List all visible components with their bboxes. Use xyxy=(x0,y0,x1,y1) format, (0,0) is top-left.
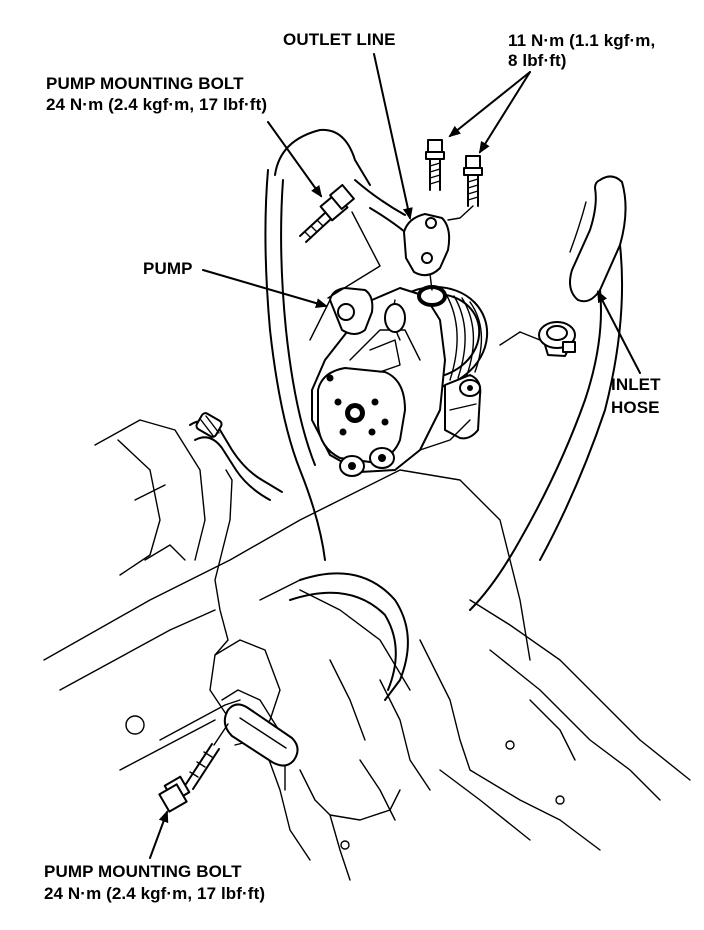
power-steering-pump xyxy=(309,285,489,477)
outlet-bolt-left xyxy=(425,139,445,191)
bottom-bolt-title-label: PUMP MOUNTING BOLT xyxy=(44,862,242,881)
drive-belt xyxy=(259,572,409,701)
bottom-mounting-bolt xyxy=(158,723,229,813)
engine-block xyxy=(43,419,691,881)
leader-arrows xyxy=(149,53,641,859)
pump-label: PUMP xyxy=(143,259,193,278)
top-bolt-torque-label: 24 N·m (2.4 kgf·m, 17 lbf·ft) xyxy=(46,95,268,114)
outlet-hose xyxy=(189,128,406,561)
outlet-torque-label-line1: 11 N·m (1.1 kgf·m, xyxy=(508,31,656,50)
outlet-fitting xyxy=(403,213,451,291)
inlet-hose-label-line1: INLET xyxy=(611,375,661,394)
inlet-hose xyxy=(469,175,627,611)
outlet-bolt-right xyxy=(447,155,483,221)
inlet-hose-label-line2: HOSE xyxy=(611,398,660,417)
top-bolt-title-label: PUMP MOUNTING BOLT xyxy=(46,74,244,93)
bottom-bolt-torque-label: 24 N·m (2.4 kgf·m, 17 lbf·ft) xyxy=(44,884,266,903)
top-mounting-bolt xyxy=(299,183,381,299)
outlet-line-label: OUTLET LINE xyxy=(283,30,396,49)
outlet-torque-label-line2: 8 lbf·ft) xyxy=(508,51,567,70)
